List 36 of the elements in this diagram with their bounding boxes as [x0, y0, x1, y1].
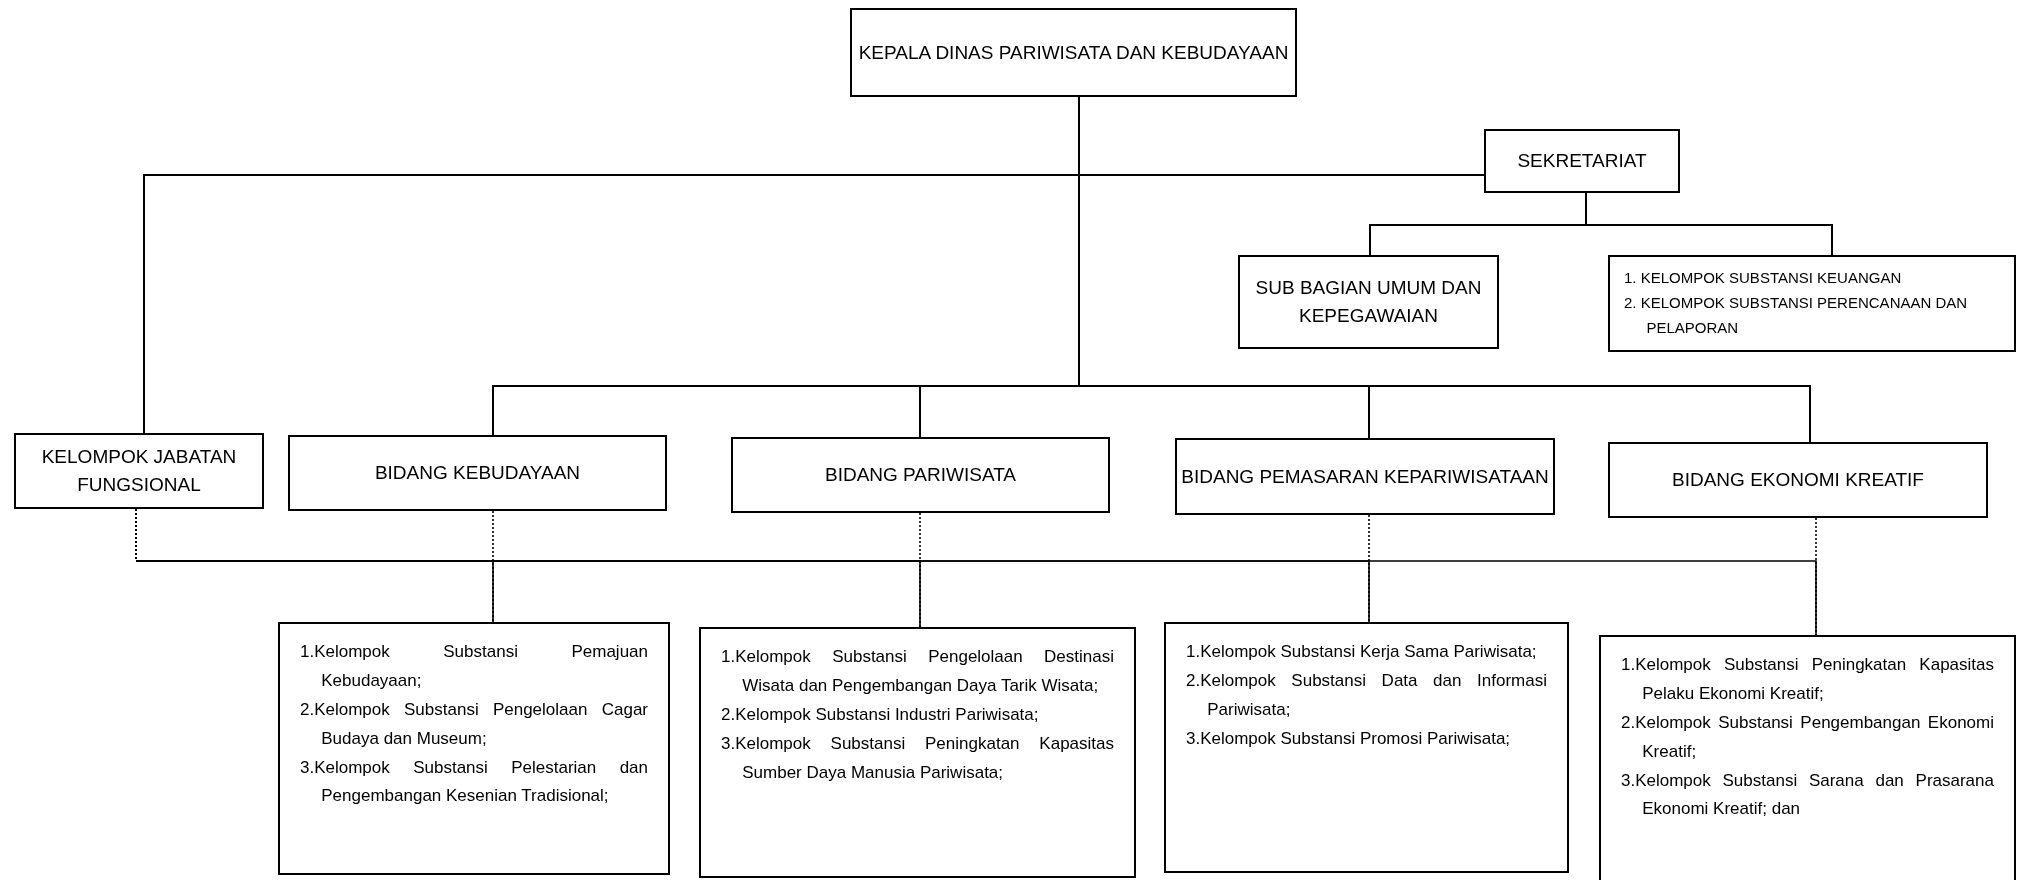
connector-line: [1585, 192, 1833, 256]
org-unit-box: [850, 8, 1297, 97]
org-unit-box: [1484, 129, 1680, 193]
list-item: 1. KELOMPOK SUBSTANSI KEUANGAN: [1624, 268, 1903, 289]
task-list-box: [1164, 622, 1569, 873]
list-item: 1.Kelompok Substansi Pengelolaan Destinasi Wisata dan Pengembangan Daya Tarik Wisata;: [721, 646, 1114, 697]
task-list-box: [278, 622, 670, 875]
org-unit-box: [288, 435, 667, 511]
list-item: 3.Kelompok Substansi Sarana dan Prasarana Ekonomi Kreatif; dan: [1621, 769, 1994, 821]
list-item: 3.Kelompok Substansi Promosi Pariwisata;: [1186, 727, 1512, 750]
list-item: 1.Kelompok Substansi Kerja Sama Pariwisata;: [1186, 641, 1538, 663]
list-item: 2.Kelompok Substansi Pengelolaan Cagar Budaya dan Museum;: [300, 698, 648, 750]
unit-name: BIDANG EKONOMI KREATIF: [1672, 468, 1924, 493]
unit-name: SUB BAGIAN UMUM DAN KEPEGAWAIAN: [1254, 276, 1483, 328]
task-list-box: [1599, 635, 2016, 880]
org-unit-box: [1608, 255, 2016, 352]
unit-name: KEPALA DINAS PARIWISATA DAN KEBUDAYAAN: [858, 40, 1289, 65]
list-item: 1.Kelompok Substansi Peningkatan Kapasitas Pelaku Ekonomi Kreatif;: [1621, 654, 1994, 705]
unit-name: SEKRETARIAT: [1517, 149, 1647, 174]
unit-name: BIDANG KEBUDAYAAN: [374, 461, 581, 486]
org-unit-box: [14, 433, 264, 509]
list-item: 3.Kelompok Substansi Pelestarian dan Pengembangan Kesenian Tradisional;: [300, 756, 648, 808]
task-list-box: [699, 627, 1136, 878]
org-unit-box: [1608, 442, 1988, 518]
list-item: 3.Kelompok Substansi Peningkatan Kapasitas Sumber Daya Manusia Pariwisata;: [721, 732, 1114, 784]
org-unit-box: [1238, 255, 1499, 349]
list-item: 2. KELOMPOK SUBSTANSI PERENCANAAN DAN PELAPORAN: [1624, 293, 1969, 338]
unit-name: BIDANG PARIWISATA: [824, 463, 1017, 488]
list-item: 2.Kelompok Substansi Data dan Informasi Pariwisata;: [1186, 669, 1547, 721]
list-item: 2.Kelompok Substansi Pengembangan Ekonomi Kreatif;: [1621, 711, 1994, 763]
org-unit-box: [731, 437, 1110, 513]
list-item: 1.Kelompok Substansi Pemajuan Kebudayaan;: [300, 641, 648, 692]
list-item: 2.Kelompok Substansi Industri Pariwisata;: [721, 703, 1040, 726]
unit-name: BIDANG PEMASARAN KEPARIWISATAAN: [1181, 464, 1549, 489]
unit-name: KELOMPOK JABATAN FUNGSIONAL: [40, 445, 238, 497]
org-unit-box: [1175, 438, 1555, 515]
